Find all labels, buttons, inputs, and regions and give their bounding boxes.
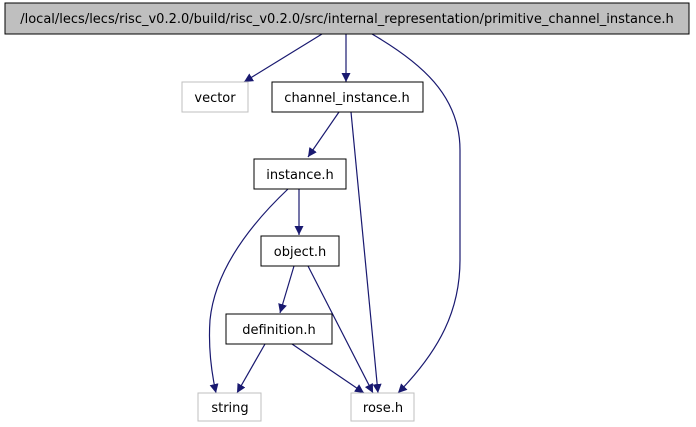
edge-instance-to-string xyxy=(208,188,289,394)
node-root-label: /local/lecs/lecs/risc_v0.2.0/build/risc_… xyxy=(20,12,674,27)
edge-definition-to-string xyxy=(236,343,266,394)
edges xyxy=(208,33,461,394)
edge-root-to-vector xyxy=(243,33,323,83)
edge-object-to-definition xyxy=(278,265,295,314)
node-string: string xyxy=(197,392,262,422)
node-object-label: object.h xyxy=(274,245,326,260)
node-rose: rose.h xyxy=(350,392,415,422)
edge-root-to-rose xyxy=(371,33,461,394)
node-channel-instance[interactable]: channel_instance.h xyxy=(271,81,424,113)
edge-channel-instance-to-instance xyxy=(307,111,340,158)
node-vector-label: vector xyxy=(194,91,236,106)
edge-definition-to-rose xyxy=(291,343,365,394)
nodes: /local/lecs/lecs/risc_v0.2.0/build/risc_… xyxy=(4,2,690,422)
node-object[interactable]: object.h xyxy=(260,235,340,267)
node-instance-label: instance.h xyxy=(266,168,333,183)
node-string-label: string xyxy=(211,401,248,416)
node-vector: vector xyxy=(181,81,249,113)
node-rose-label: rose.h xyxy=(363,401,403,416)
edge-object-to-rose xyxy=(307,265,374,394)
node-definition-label: definition.h xyxy=(242,323,316,338)
edge-channel-instance-to-rose xyxy=(350,111,382,394)
node-channel-instance-label: channel_instance.h xyxy=(284,91,409,106)
node-root[interactable]: /local/lecs/lecs/risc_v0.2.0/build/risc_… xyxy=(4,2,690,35)
node-definition[interactable]: definition.h xyxy=(225,313,333,345)
node-instance[interactable]: instance.h xyxy=(253,158,347,190)
